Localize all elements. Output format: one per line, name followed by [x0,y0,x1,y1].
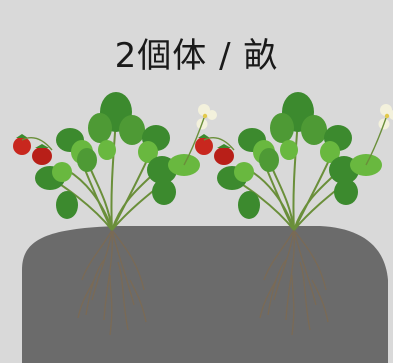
plant-count-title: 2個体 / 畝 [114,36,279,76]
soil-mound [22,226,388,363]
